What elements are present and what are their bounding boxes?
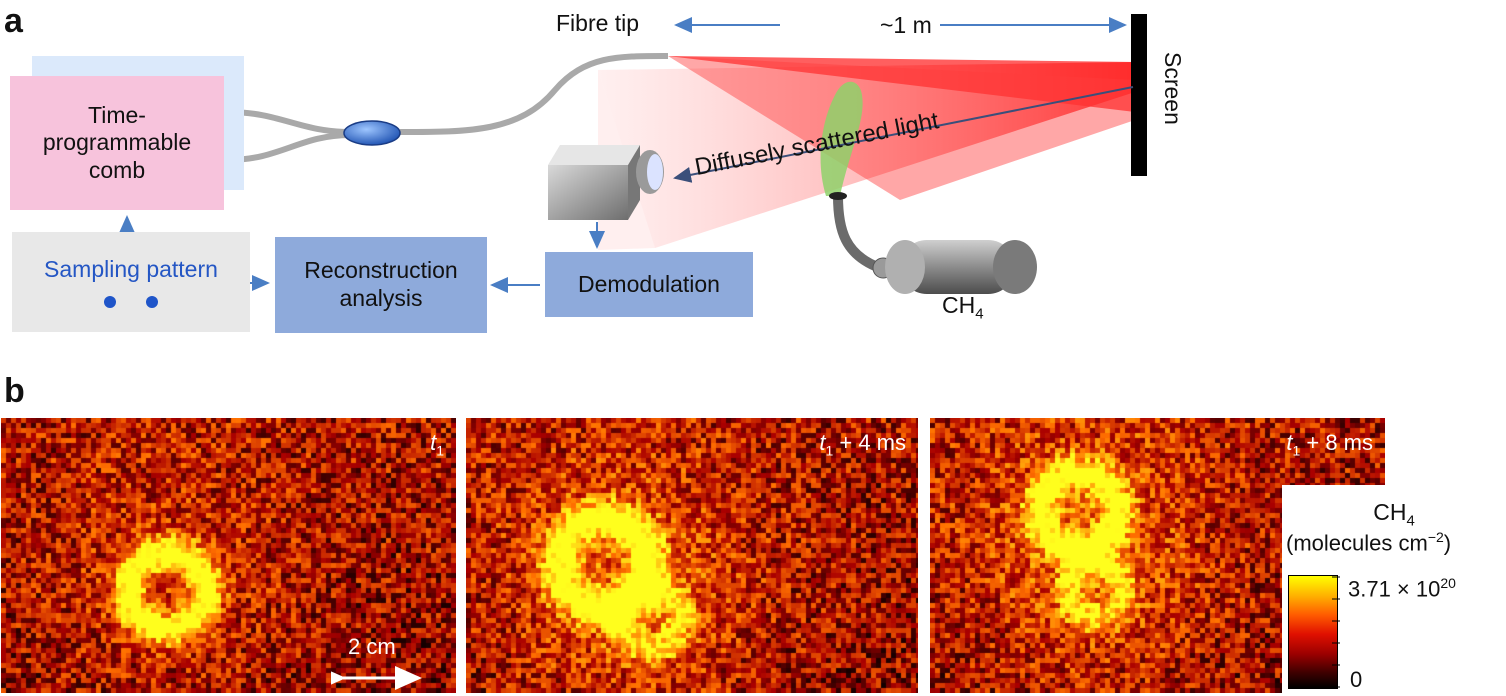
frame-label-3: t1 + 8 ms — [1286, 430, 1373, 459]
camera — [548, 145, 664, 220]
fibre-coupler — [343, 120, 401, 146]
fibre-upper — [227, 109, 351, 135]
colorbar-ticks — [1332, 576, 1340, 688]
colorbar-gradient — [1288, 575, 1338, 689]
distance-label: ~1 m — [880, 12, 932, 38]
scale-bar-label: 2 cm — [348, 634, 396, 659]
colorbar-max-label: 3.71 × 1020 — [1348, 575, 1456, 602]
comb-label-2: programmable — [42, 129, 192, 156]
gas-hose — [833, 195, 882, 273]
sampling-pattern-box: Sampling pattern — [12, 232, 250, 332]
colorbar-units: (molecules cm−2) — [1286, 529, 1452, 556]
reconstruction-label-1: Reconstruction — [304, 257, 458, 284]
colorbar-panel: CH4 (molecules cm−2) 3.71 × 1020 0 — [1282, 485, 1506, 696]
gas-cylinder — [872, 240, 1037, 294]
reconstruction-analysis-box: Reconstruction analysis — [275, 237, 487, 333]
panel-a-letter: a — [4, 2, 23, 40]
fibre-tip-label: Fibre tip — [556, 10, 640, 36]
colorbar-title: CH4 — [1373, 499, 1415, 530]
demodulation-label: Demodulation — [578, 270, 720, 297]
illumination-cone — [598, 62, 1135, 248]
comb-label-1: Time- — [88, 101, 146, 128]
fibre-out — [399, 52, 669, 135]
comb-label-3: comb — [88, 156, 146, 183]
screen — [1131, 14, 1147, 176]
reconstruction-label-2: analysis — [339, 285, 423, 311]
gas-plume — [820, 81, 863, 196]
sampling-pattern-label: Sampling pattern — [44, 256, 218, 283]
time-programmable-comb: Time- programmable comb — [10, 76, 224, 210]
scale-bar — [331, 666, 422, 690]
fibre-lower — [227, 132, 351, 163]
heatmap-frame-1 — [1, 418, 456, 693]
sampling-dots — [104, 295, 158, 308]
colorbar-min-label: 0 — [1350, 667, 1363, 692]
frame-label-2: t1 + 4 ms — [819, 430, 906, 459]
heatmap-frame-2 — [466, 418, 918, 693]
demodulation-box: Demodulation — [545, 252, 753, 317]
gas-label: CH4 — [942, 292, 984, 323]
screen-label: Screen — [1160, 52, 1186, 125]
frame-t1: t1 2 cm — [1, 418, 456, 693]
frame-label-1: t1 — [430, 430, 444, 459]
laser-beam — [668, 56, 1135, 112]
panel-b-letter: b — [4, 372, 25, 410]
frame-t1-4ms: t1 + 4 ms — [466, 418, 918, 693]
setup-diagram — [119, 14, 1147, 294]
